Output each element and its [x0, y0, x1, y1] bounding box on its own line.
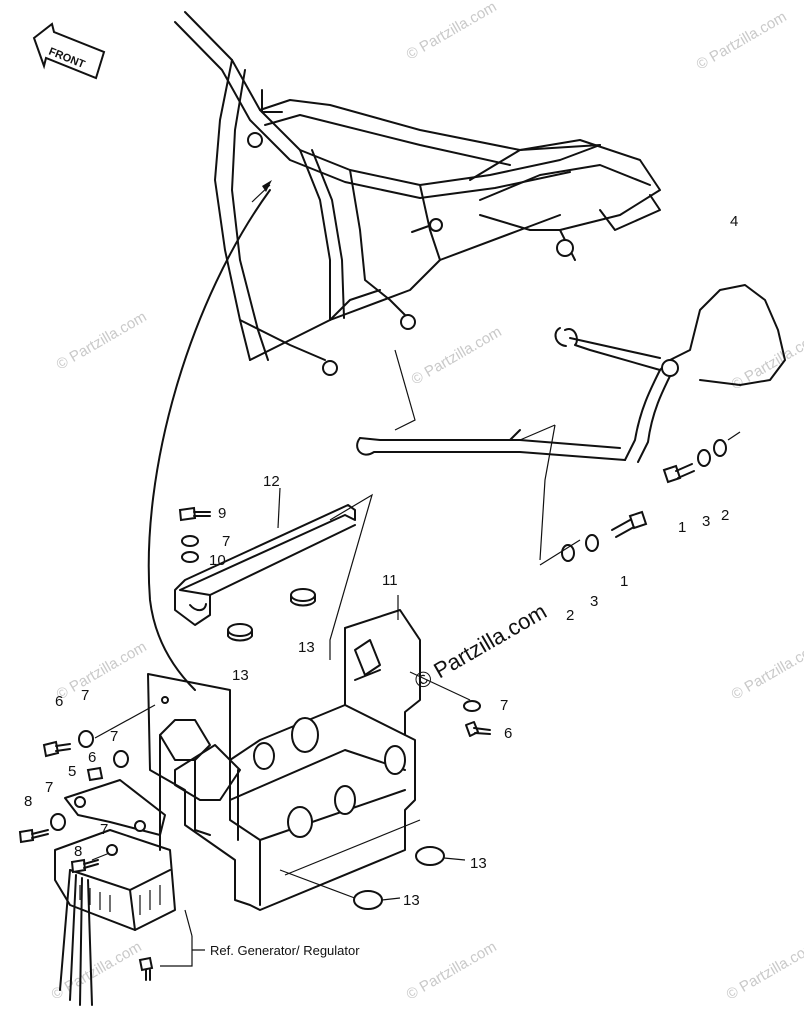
callout-3: 3	[702, 513, 710, 530]
frame-part	[174, 11, 661, 376]
callout-6: 6	[88, 749, 96, 766]
callout-7: 7	[45, 779, 53, 796]
callout-labels: 4 1 3 2 2 3 1 12 9 7 10 13 13 11 7 6 6 7…	[24, 213, 738, 958]
callout-8: 8	[24, 793, 32, 810]
callout-7: 7	[110, 728, 118, 745]
watermark-text: © Partzilla.com	[724, 938, 804, 1003]
hardware-case-right	[409, 671, 491, 737]
callout-7: 7	[222, 533, 230, 550]
callout-2: 2	[721, 507, 729, 524]
center-watermark: © Partzilla.com	[410, 599, 551, 695]
callout-13: 13	[470, 855, 487, 872]
regulator-part	[18, 704, 176, 1006]
watermark-text: © Partzilla.com	[54, 638, 150, 703]
callout-6: 6	[55, 693, 63, 710]
tool-holder-part	[356, 284, 786, 463]
callout-12: 12	[263, 473, 280, 490]
callout-3: 3	[590, 593, 598, 610]
callout-13: 13	[232, 667, 249, 684]
watermark-text: © Partzilla.com	[410, 599, 551, 695]
watermark-text: © Partzilla.com	[404, 938, 500, 1003]
callout-5: 5	[68, 763, 76, 780]
guide-line	[394, 349, 416, 431]
guide-curve	[147, 189, 271, 691]
reference-note: Ref. Generator/ Regulator	[210, 943, 360, 958]
bracket-part	[174, 487, 373, 660]
ref-generator-hardware	[138, 909, 205, 981]
watermark-text: © Partzilla.com	[694, 8, 790, 73]
callout-10: 10	[209, 552, 226, 569]
rubber-pads-upper	[227, 588, 316, 642]
watermark-text: © Partzilla.com	[54, 308, 150, 373]
callout-7: 7	[500, 697, 508, 714]
callout-13: 13	[403, 892, 420, 909]
callout-1: 1	[678, 519, 686, 536]
arrow-icon	[32, 22, 106, 80]
callout-7: 7	[100, 821, 108, 838]
callout-7: 7	[81, 687, 89, 704]
callout-9: 9	[218, 505, 226, 522]
callout-4: 4	[730, 213, 738, 230]
hardware-left-top	[178, 506, 211, 563]
hardware-right	[539, 424, 741, 566]
watermark-text: © Partzilla.com	[409, 323, 505, 388]
callout-8: 8	[74, 843, 82, 860]
front-arrow: FRONT	[32, 22, 106, 80]
watermark-text: © Partzilla.com	[729, 328, 804, 393]
callout-11: 11	[382, 572, 398, 589]
callout-2: 2	[566, 607, 574, 624]
callout-6: 6	[504, 725, 512, 742]
watermark-text: © Partzilla.com	[404, 0, 500, 63]
callout-13: 13	[298, 639, 315, 656]
rubber-pads-lower	[353, 846, 466, 910]
callout-1: 1	[620, 573, 628, 590]
watermark-text: © Partzilla.com	[729, 638, 804, 703]
battery-case-part	[147, 595, 421, 911]
